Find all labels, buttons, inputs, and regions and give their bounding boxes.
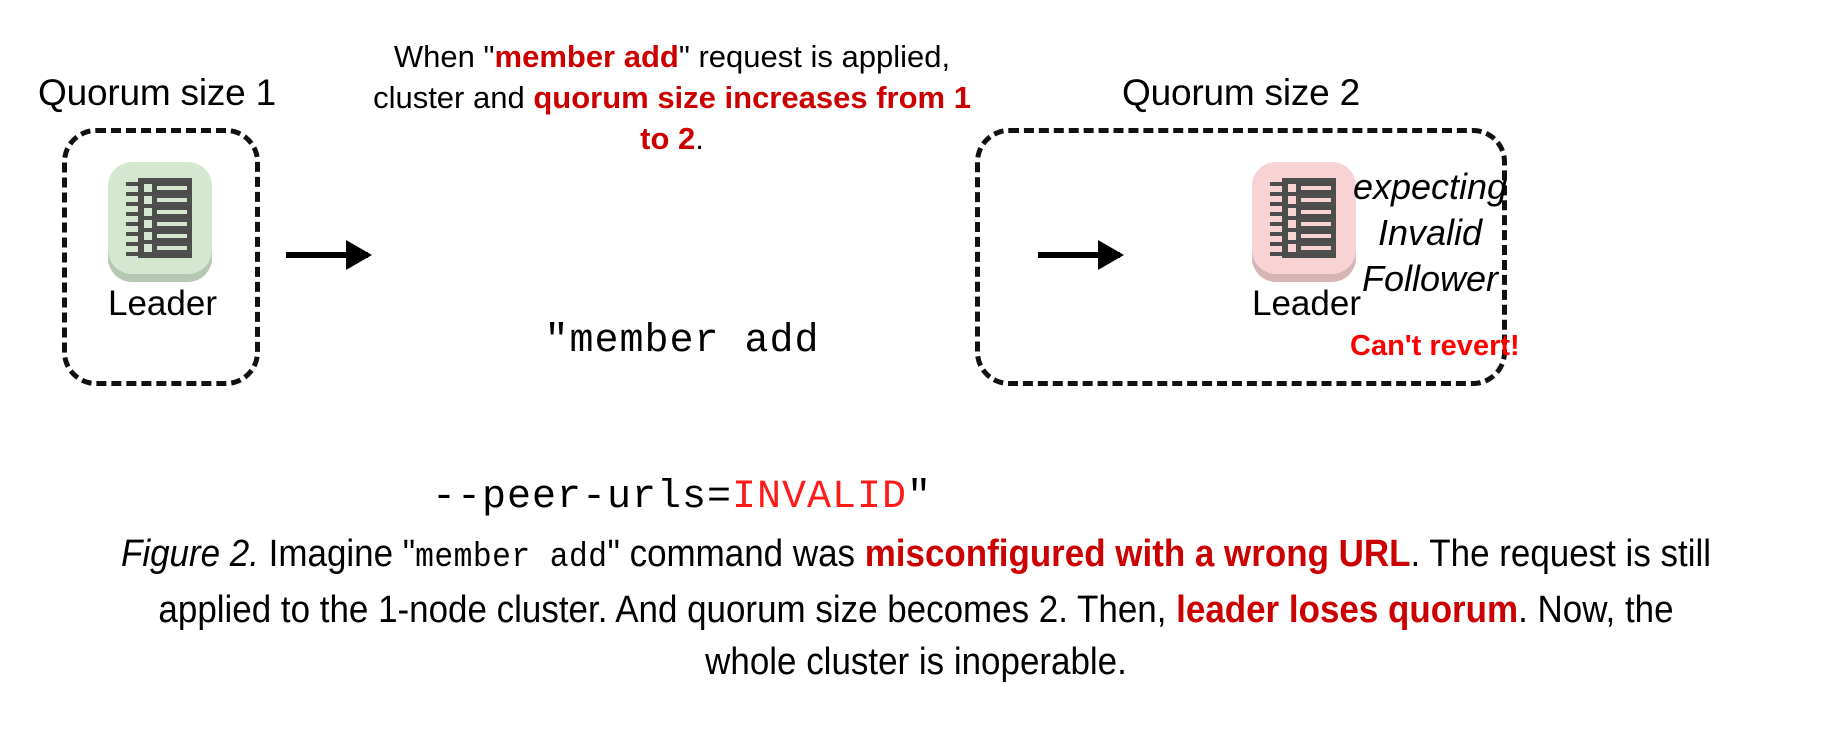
server-node-icon [108,162,212,282]
node-tick-marks [1270,182,1284,256]
command-line-2: --peer-urls=INVALID" [402,472,962,524]
right-node-label: Leader [1252,284,1361,323]
annotation-highlight-quorum: quorum size increases from 1 to 2 [533,80,971,156]
right-cluster-title: Quorum size 2 [1122,72,1360,113]
server-node-icon [1252,162,1356,282]
node-rack-rows [144,184,188,252]
cant-revert-warning: Can't revert! [1350,330,1520,362]
caption-seg3: . The request is still applied to the 1-… [158,533,1712,631]
annotation-text: When "member add" request is applied, cl… [362,36,982,159]
annotation-seg1: When " [393,39,495,74]
left-cluster-box [62,128,260,386]
caption-seg2: " command was [607,533,865,575]
caption-mono-command: member add [415,539,608,577]
command-line-1: "member add [544,319,820,364]
annotation-seg3: " request is applied, cluster and [373,39,951,115]
left-node-label: Leader [108,284,217,323]
expecting-line-1: expecting [1352,166,1508,207]
expecting-follower-text: expecting Invalid Follower [1350,164,1510,302]
left-leader-node: Leader [108,162,217,324]
arrow-right-icon-2 [1038,252,1120,258]
left-cluster-title: Quorum size 1 [38,72,276,113]
command-suffix: " [907,475,933,520]
node-rack-rows [1288,184,1332,252]
caption-highlight-loses-quorum: leader loses quorum [1176,589,1519,631]
command-prefix: --peer-urls= [431,475,732,520]
command-text: "member add --peer-urls=INVALID" [402,212,962,628]
figure-caption: Figure 2. Imagine "member add" command w… [116,528,1717,688]
annotation-seg5: . [695,121,704,156]
caption-seg1: Imagine " [258,533,416,575]
command-invalid-value: INVALID [732,475,908,520]
expecting-line-2: Invalid [1377,212,1483,253]
node-tick-marks [126,182,140,256]
annotation-highlight-member-add: member add [494,39,679,74]
right-leader-node: Leader [1252,162,1361,324]
caption-highlight-misconfigured: misconfigured with a wrong URL [864,533,1411,575]
right-cluster-box [975,128,1507,386]
arrow-right-icon-1 [286,252,368,258]
caption-figure-label: Figure 2. [120,533,259,575]
expecting-line-3: Follower [1361,258,1499,299]
caption-seg4: . Now, the whole cluster is inoperable. [705,589,1674,683]
